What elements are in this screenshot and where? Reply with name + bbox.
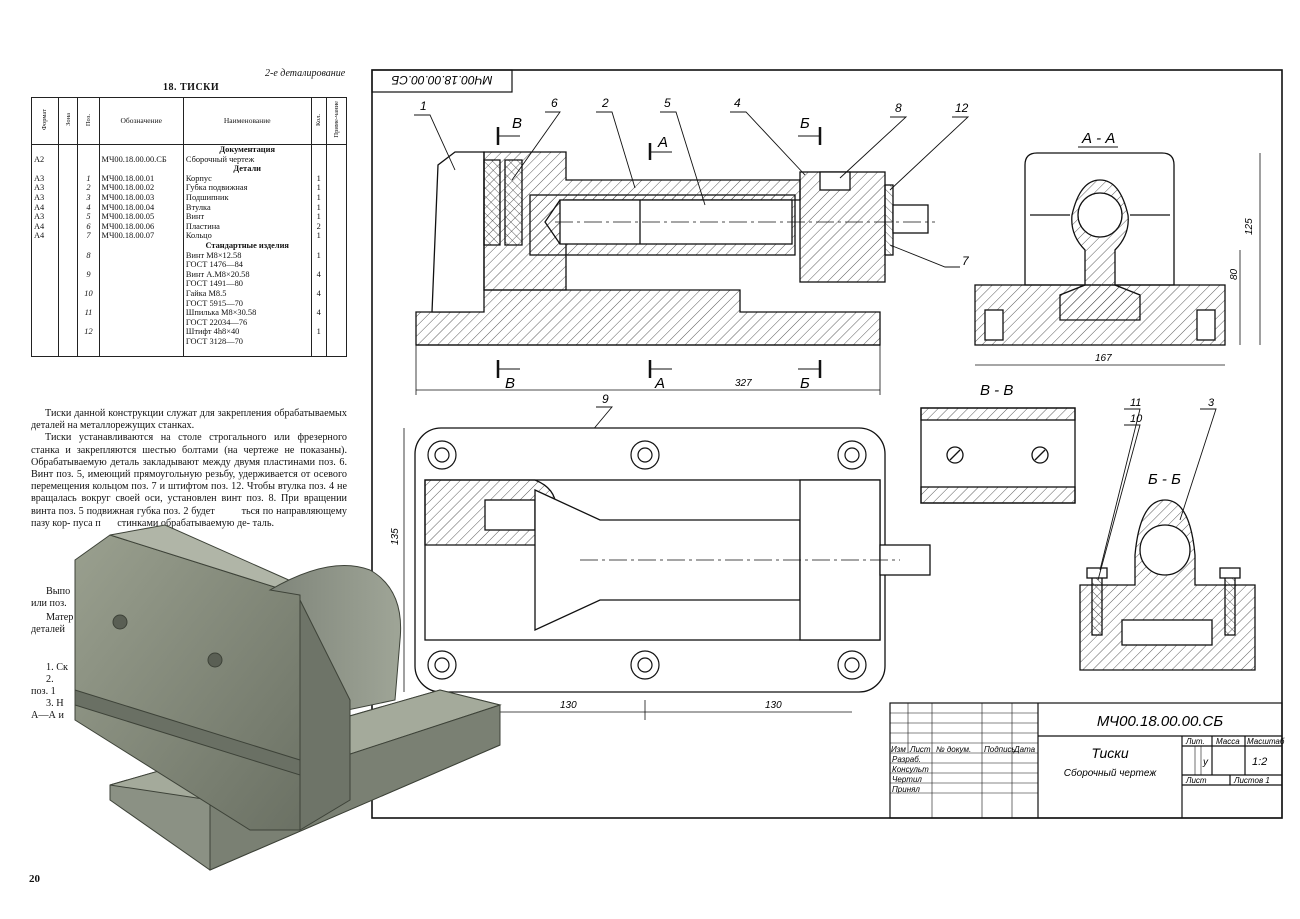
text-fragment: Выпо — [46, 586, 71, 597]
section-row: Документация — [30, 144, 348, 155]
page-number: 20 — [29, 873, 40, 885]
section-mark-a: А — [654, 375, 665, 392]
section-row: Стандартные изделия — [30, 240, 348, 251]
pos-label: 4 — [734, 96, 741, 110]
description-text: Тиски данной конструкции служат для закр… — [31, 408, 347, 530]
tb-mass: Масса — [1216, 737, 1240, 746]
dimension-125: 125 — [1244, 218, 1255, 235]
tb-scale: 1:2 — [1252, 756, 1267, 768]
pos-label: 6 — [551, 96, 558, 110]
section-mark-bb: Б — [800, 375, 810, 392]
section-mark-b: В — [512, 115, 522, 132]
paragraph-2: Тиски устанавливаются на столе строгальн… — [31, 432, 347, 529]
tb-role: Разраб. — [892, 755, 921, 764]
tb-lit: Лит. — [1185, 737, 1205, 746]
pos-label: 9 — [602, 392, 609, 406]
pos-label: 10 — [1130, 413, 1143, 425]
title-code: МЧ00.18.00.00.СБ — [1097, 713, 1224, 730]
tb-sheets: Листов 1 — [1233, 776, 1270, 785]
dimension-130: 130 — [560, 700, 577, 711]
section-bbbb-view — [1079, 499, 1256, 671]
tb-col-izm: Изм — [891, 745, 906, 754]
pos-label: 8 — [895, 101, 902, 115]
pos-label: 2 — [601, 96, 609, 110]
table-header: Формат Зона Поз. Обозначение Наименовани… — [30, 97, 348, 145]
col-name: Наименование — [182, 97, 312, 145]
section-mark-a: А — [657, 134, 668, 151]
section-bb-view — [920, 407, 1076, 504]
paragraph-1: Тиски данной конструкции служат для закр… — [31, 408, 347, 432]
sheet-frame — [371, 69, 1283, 819]
tb-col-sign: Подпись — [984, 745, 1016, 754]
vise-3d-model — [74, 524, 502, 871]
view-title-bb: В - В — [980, 382, 1013, 399]
section-row: Детали — [30, 164, 348, 174]
top-view — [414, 427, 931, 693]
front-section-view — [415, 151, 935, 346]
text-fragment: Матер — [46, 612, 74, 623]
title-subtitle: Сборочный чертеж — [1064, 767, 1158, 779]
tb-role: Принял — [892, 785, 920, 794]
dimension-135: 135 — [390, 528, 401, 545]
text-fragment: поз. 1 — [31, 686, 56, 697]
text-fragment: или поз. — [31, 598, 67, 609]
pos-label: 12 — [955, 101, 969, 115]
tb-sheet: Лист — [1185, 776, 1207, 785]
text-fragment: 1. Ск — [46, 662, 68, 673]
view-title-bbbb: Б - Б — [1148, 471, 1181, 488]
tb-role: Чертил — [892, 775, 922, 784]
mirror-stamp: МЧ00.18.00.00.СБ — [391, 73, 492, 87]
dimension-167: 167 — [1095, 353, 1112, 364]
text-fragment: А—А и — [31, 710, 64, 721]
tb-col-date: Дата — [1013, 745, 1036, 754]
pos-label: 7 — [962, 254, 970, 268]
title-name: Тиски — [1091, 745, 1128, 761]
section-header: 2-е деталирование — [265, 68, 346, 79]
pos-label: 5 — [664, 96, 671, 110]
tb-col-doc: № докум. — [936, 745, 971, 754]
page-title: 18. ТИСКИ — [163, 82, 220, 93]
col-designation: Обозначение — [98, 97, 184, 145]
section-aa-view — [974, 152, 1226, 346]
tb-lit-value: у — [1202, 757, 1209, 768]
tb-role: Консульт — [892, 765, 929, 774]
tb-col-list: Лист — [909, 745, 931, 754]
section-mark-b: В — [505, 375, 515, 392]
dimension-80: 80 — [1229, 268, 1240, 280]
dimension-130: 130 — [765, 700, 782, 711]
text-fragment: 2. — [46, 674, 54, 685]
text-fragment: 3. Н — [46, 698, 64, 709]
text-fragment: деталей — [31, 624, 65, 635]
specification-table: Формат Зона Поз. Обозначение Наименовани… — [30, 97, 348, 358]
title-block — [889, 702, 1283, 819]
view-title-aa: А - А — [1081, 130, 1115, 147]
pos-label: 1 — [420, 99, 427, 113]
tb-scale-label: Масштаб — [1247, 737, 1285, 746]
pos-label: 11 — [1130, 397, 1141, 409]
section-mark-bb: Б — [800, 115, 810, 132]
dimension-327: 327 — [735, 378, 752, 389]
table-row — [30, 346, 348, 358]
pos-label: 3 — [1208, 397, 1215, 409]
mounting-holes — [427, 440, 867, 680]
mirror-stamp-box — [371, 69, 513, 93]
